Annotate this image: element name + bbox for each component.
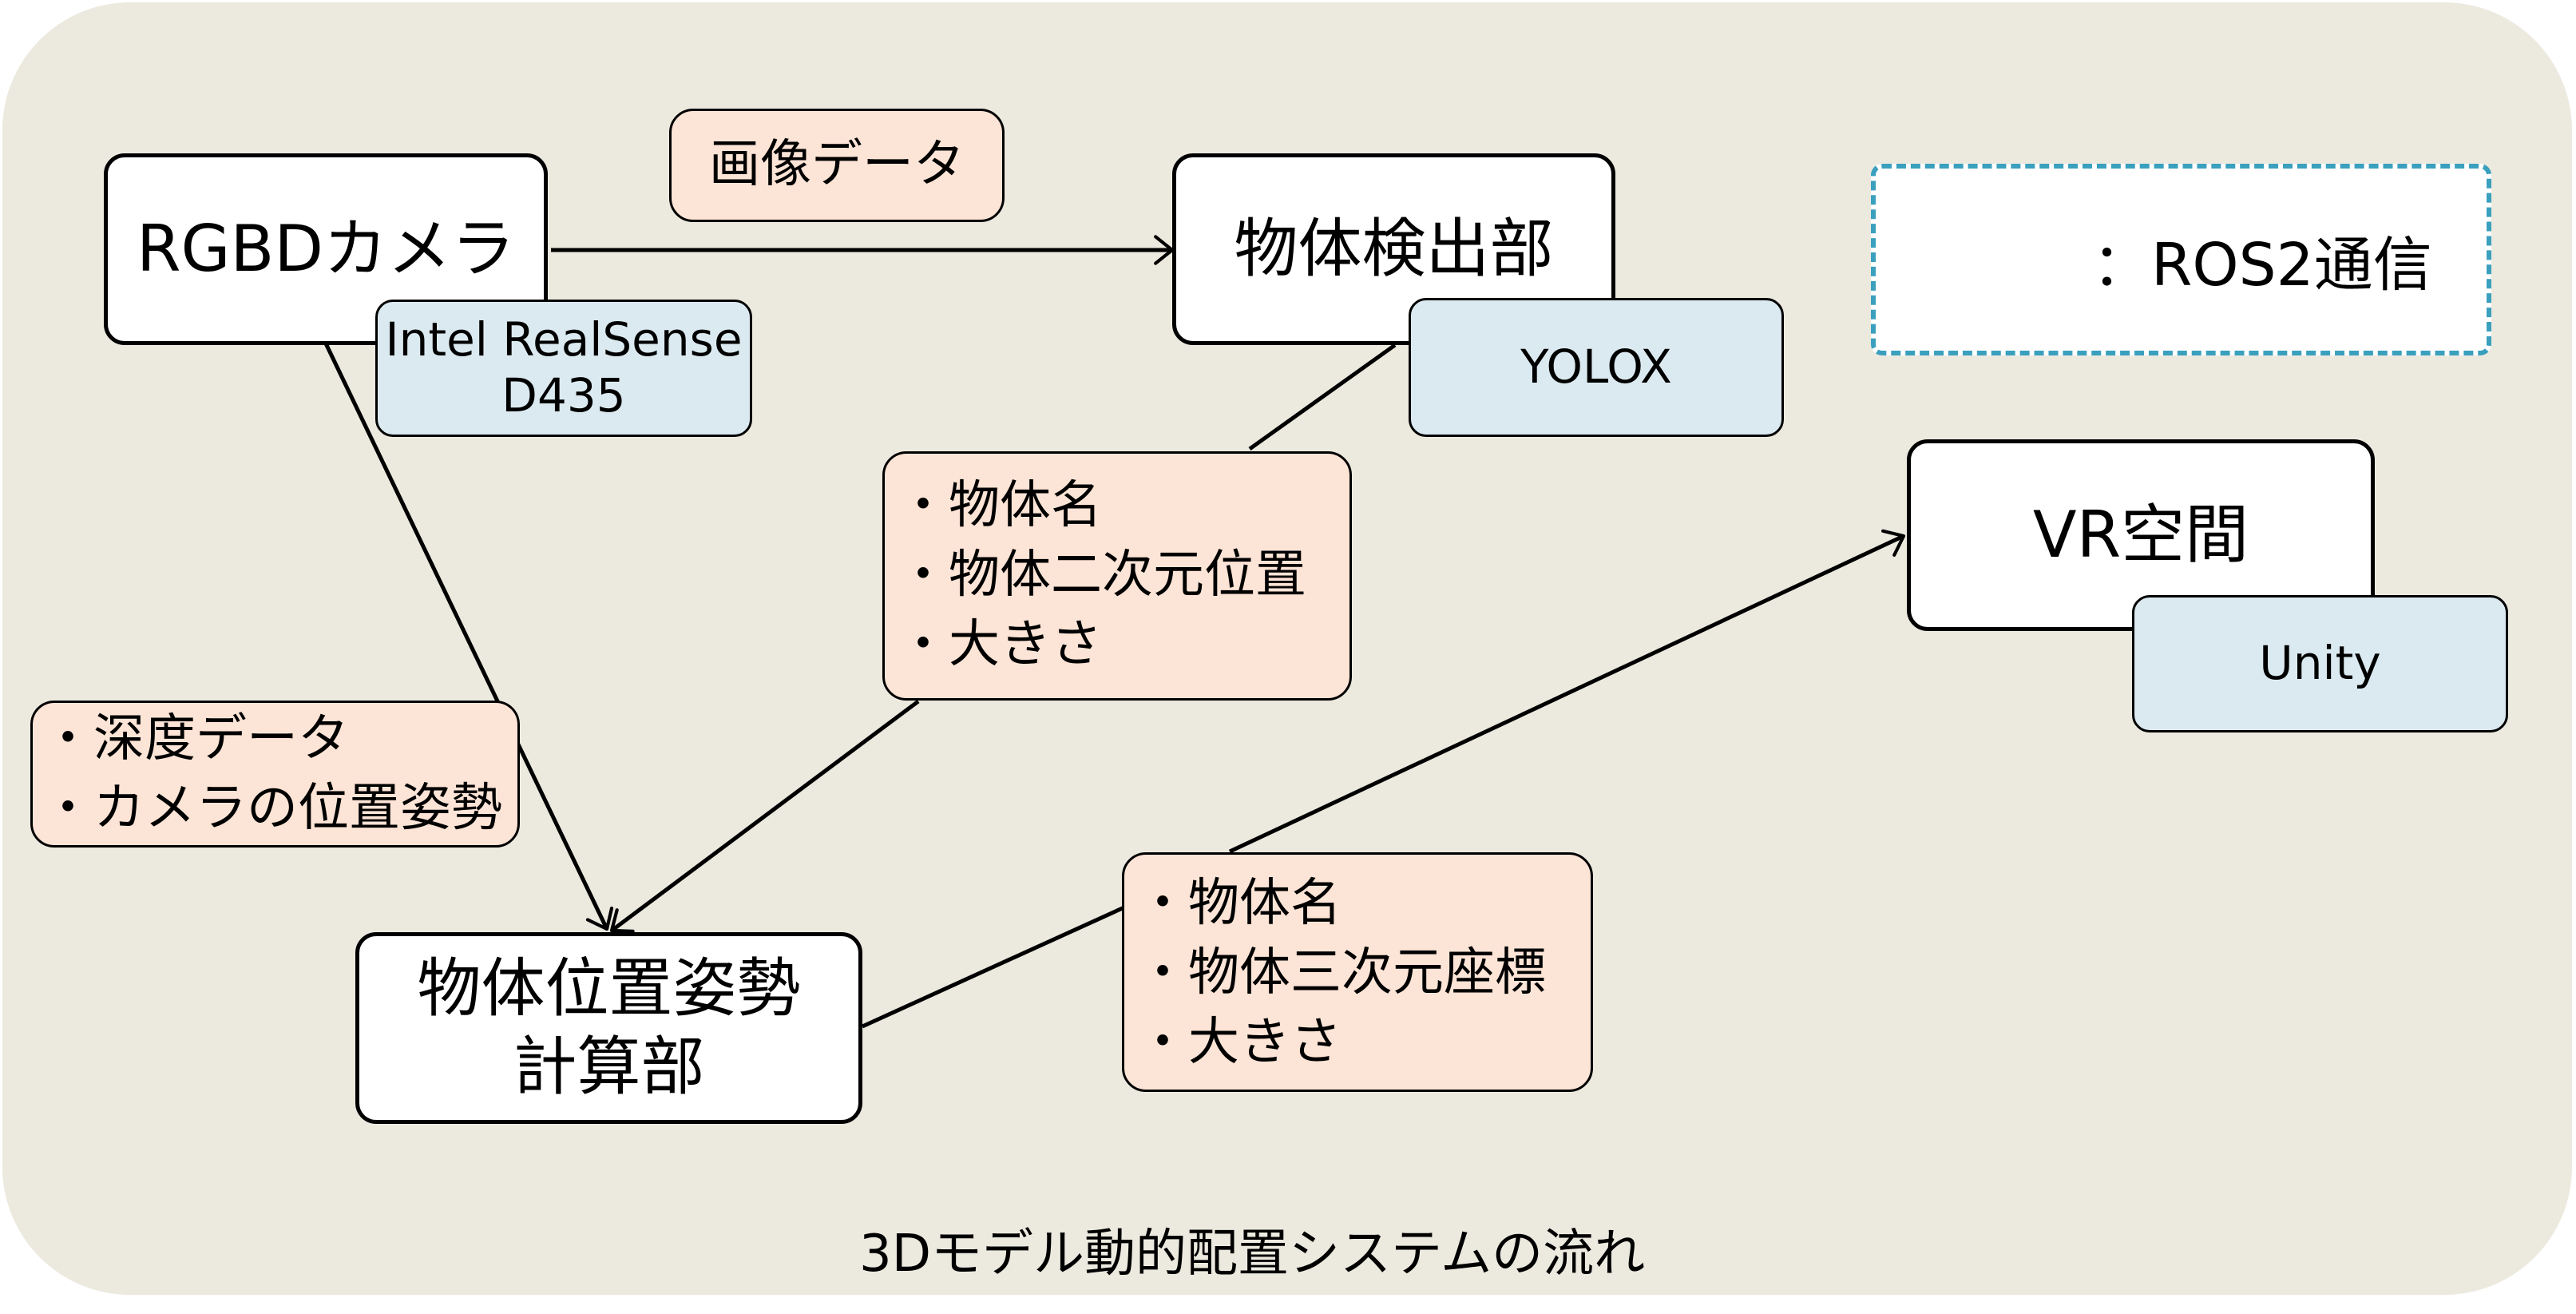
list-item: ・物体三次元座標 xyxy=(1137,943,1546,1003)
node-pose-calculation: 物体位置姿勢 計算部 xyxy=(355,932,862,1124)
arrow-camera-to-pose-calc xyxy=(323,342,614,931)
connector-pose-calc-to-label xyxy=(861,904,1127,1029)
diagram-caption: 3Dモデル動的配置システムの流れ xyxy=(859,1225,1646,1284)
list-item: ・大きさ xyxy=(898,615,1102,675)
legend-box xyxy=(1871,164,2491,355)
label-pose-output: ・物体名 ・物体三次元座標 ・大きさ xyxy=(1122,852,1593,1092)
connector-detection-to-label xyxy=(1248,343,1397,451)
list-item: ・大きさ xyxy=(1137,1013,1342,1073)
list-item: ・深度データ xyxy=(42,709,349,768)
list-item: ・物体名 xyxy=(1137,874,1342,933)
tag-vr-engine: Unity xyxy=(2132,595,2508,732)
legend-label: ：ROS2通信 xyxy=(2092,231,2432,300)
label-image-data: 画像データ xyxy=(669,109,1005,222)
arrow-detection-to-pose-calc xyxy=(609,699,920,933)
list-item: ・物体名 xyxy=(898,476,1102,535)
label-depth-and-pose: ・深度データ ・カメラの位置姿勢 xyxy=(30,701,520,848)
tag-detector-model: YOLOX xyxy=(1409,298,1784,437)
list-item: ・物体二次元位置 xyxy=(898,546,1306,605)
label-detection-output: ・物体名 ・物体二次元位置 ・大きさ xyxy=(882,451,1352,701)
tag-camera-device: Intel RealSense D435 xyxy=(375,300,752,437)
list-item: ・カメラの位置姿勢 xyxy=(42,779,502,839)
arrow-pose-calc-to-vr xyxy=(1228,529,1906,854)
